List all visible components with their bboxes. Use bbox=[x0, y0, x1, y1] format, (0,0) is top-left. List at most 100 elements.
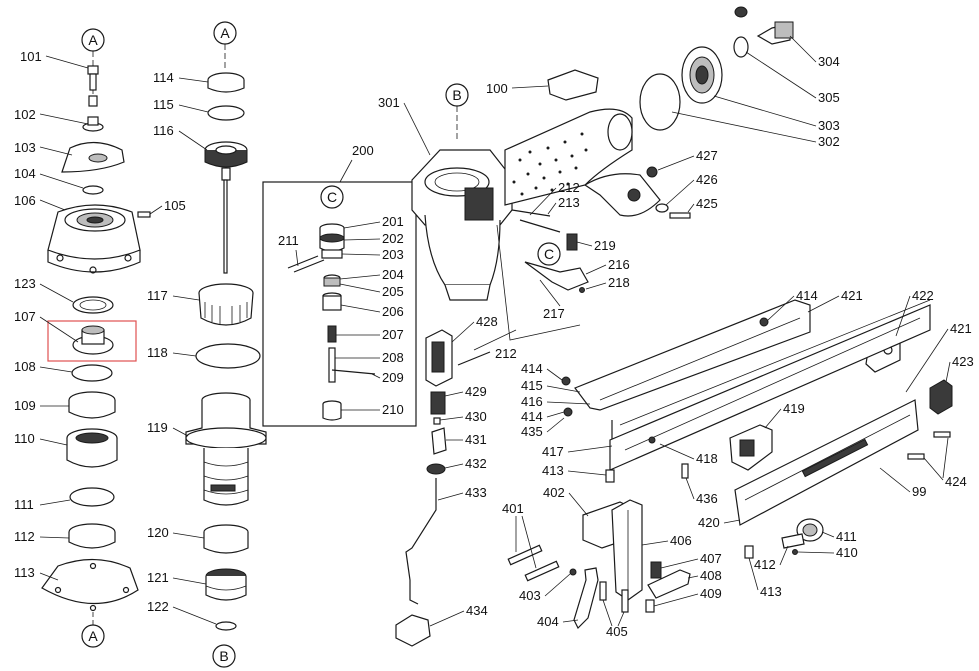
svg-text:423: 423 bbox=[952, 354, 974, 369]
callout-a-top-left: A bbox=[81, 28, 105, 52]
part-424-screw bbox=[907, 453, 925, 460]
part-120-sleeve bbox=[203, 524, 249, 554]
part-212-pin bbox=[519, 219, 561, 233]
svg-text:421: 421 bbox=[841, 288, 863, 303]
part-425-427-fasteners bbox=[646, 166, 691, 219]
svg-text:417: 417 bbox=[542, 444, 564, 459]
svg-text:414: 414 bbox=[521, 361, 543, 376]
part-spacer bbox=[88, 95, 98, 107]
group-200-labels: 201 202 203 211 204 205 206 207 208 209 … bbox=[278, 214, 404, 417]
callout-a-top-mid: A bbox=[213, 21, 237, 45]
part-112-bushing bbox=[68, 523, 116, 549]
handle-grip-texture bbox=[512, 132, 588, 196]
lower-nose-parts bbox=[507, 499, 691, 630]
part-431 bbox=[431, 427, 447, 455]
body-housing: B bbox=[411, 6, 794, 341]
part-213-pin bbox=[511, 209, 551, 217]
svg-text:411: 411 bbox=[836, 529, 857, 544]
part-413-screw-b bbox=[744, 545, 754, 559]
svg-text:305: 305 bbox=[818, 90, 840, 105]
lower-nose-labels: 402 401 406 407 408 409 403 404 405 bbox=[502, 485, 722, 639]
svg-text:108: 108 bbox=[14, 359, 36, 374]
body-labels: 100 301 302 303 304 305 427 426 425 212 … bbox=[378, 35, 840, 321]
group-200-box: 200 C bbox=[262, 143, 417, 427]
svg-text:425: 425 bbox=[696, 196, 718, 211]
svg-text:412: 412 bbox=[754, 557, 776, 572]
part-116-piston-driver bbox=[204, 141, 248, 274]
part-100-pad bbox=[547, 69, 599, 101]
second-labels: 114 115 116 117 118 119 120 121 122 bbox=[147, 70, 217, 625]
svg-text:420: 420 bbox=[698, 515, 720, 530]
svg-text:302: 302 bbox=[818, 134, 840, 149]
svg-text:427: 427 bbox=[696, 148, 718, 163]
part-430 bbox=[433, 417, 441, 425]
svg-text:304: 304 bbox=[818, 54, 840, 69]
svg-text:408: 408 bbox=[700, 568, 722, 583]
svg-text:414: 414 bbox=[521, 409, 543, 424]
part-115-ring bbox=[207, 105, 245, 121]
part-413-screw-a bbox=[605, 469, 615, 483]
part-412 bbox=[781, 533, 805, 549]
svg-text:104: 104 bbox=[14, 166, 36, 181]
part-122-washer bbox=[215, 621, 237, 631]
svg-text:123: 123 bbox=[14, 276, 36, 291]
svg-text:106: 106 bbox=[14, 193, 36, 208]
part-303-end-cap bbox=[681, 46, 723, 104]
nose-latch-parts bbox=[395, 329, 517, 647]
part-107-valve bbox=[72, 325, 114, 355]
svg-text:429: 429 bbox=[465, 384, 487, 399]
svg-text:121: 121 bbox=[147, 570, 169, 585]
part-423-clip bbox=[929, 379, 953, 415]
svg-text:303: 303 bbox=[818, 118, 840, 133]
svg-text:406: 406 bbox=[670, 533, 692, 548]
svg-text:407: 407 bbox=[700, 551, 722, 566]
svg-text:413: 413 bbox=[542, 463, 564, 478]
part-304-fitting bbox=[756, 21, 794, 45]
part-401-screw bbox=[507, 544, 543, 566]
part-211-pins bbox=[287, 255, 325, 273]
part-114-ring bbox=[207, 72, 245, 93]
svg-text:103: 103 bbox=[14, 140, 36, 155]
svg-text:111: 111 bbox=[14, 497, 34, 512]
svg-text:120: 120 bbox=[147, 525, 169, 540]
part-104-ring bbox=[82, 185, 104, 195]
highlight-box-107 bbox=[47, 320, 137, 362]
svg-text:A: A bbox=[88, 628, 98, 644]
part-101-bolt bbox=[87, 65, 99, 91]
svg-text:100: 100 bbox=[486, 81, 508, 96]
part-106-cylinder-cap bbox=[47, 204, 141, 274]
part-123-gasket bbox=[72, 296, 114, 314]
svg-text:405: 405 bbox=[606, 624, 628, 639]
second-column-assembly: A bbox=[185, 21, 267, 668]
svg-text:201: 201 bbox=[382, 214, 404, 229]
part-305-cap bbox=[733, 6, 749, 58]
svg-text:424: 424 bbox=[945, 474, 967, 489]
svg-text:426: 426 bbox=[696, 172, 718, 187]
part-105-screw bbox=[137, 211, 151, 218]
svg-text:401: 401 bbox=[502, 501, 524, 516]
part-212-pin-b bbox=[457, 351, 491, 366]
callout-c-trigger: C bbox=[537, 242, 561, 266]
svg-text:213: 213 bbox=[558, 195, 580, 210]
part-403 bbox=[569, 568, 577, 576]
svg-text:433: 433 bbox=[465, 485, 487, 500]
svg-text:205: 205 bbox=[382, 284, 404, 299]
part-406-guide bbox=[611, 499, 643, 601]
magazine-labels: 414 421 422 421 423 414 415 416 414 435 … bbox=[521, 288, 974, 599]
left-labels: 101 102 103 104 106 105 123 107 108 109 … bbox=[14, 49, 186, 581]
svg-text:431: 431 bbox=[465, 432, 487, 447]
svg-text:C: C bbox=[544, 246, 554, 262]
svg-text:209: 209 bbox=[382, 370, 404, 385]
part-409-screw bbox=[645, 599, 655, 613]
svg-text:402: 402 bbox=[543, 485, 565, 500]
svg-text:202: 202 bbox=[382, 231, 404, 246]
svg-text:430: 430 bbox=[465, 409, 487, 424]
svg-text:109: 109 bbox=[14, 398, 36, 413]
part-407-spring bbox=[650, 561, 662, 579]
svg-text:409: 409 bbox=[700, 586, 722, 601]
part-433-rod bbox=[405, 478, 437, 605]
svg-text:410: 410 bbox=[836, 545, 858, 560]
svg-text:204: 204 bbox=[382, 267, 404, 282]
